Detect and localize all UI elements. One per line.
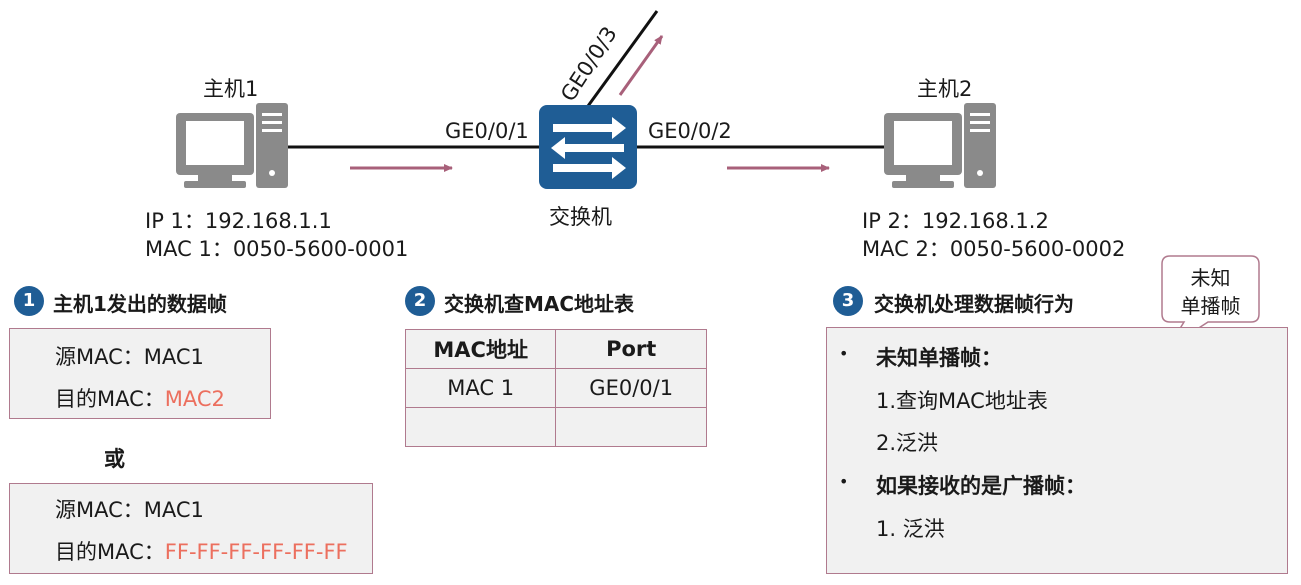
bullet-dot: •: [839, 472, 849, 491]
table-row: [404, 407, 707, 447]
bullet-dot: •: [839, 344, 849, 363]
callout-line1: 未知: [1190, 266, 1231, 290]
step3-title: 交换机处理数据帧行为: [874, 292, 1074, 316]
step3-number-badge: 3: [833, 286, 863, 316]
frame-b-dst-value: FF-FF-FF-FF-FF-FF: [164, 540, 348, 564]
table-cell-mac: [404, 407, 557, 447]
host1-ip: IP 1：192.168.1.1: [145, 209, 332, 233]
or-label: 或: [104, 447, 125, 471]
bullet1-text: 未知单播帧：: [876, 346, 1002, 370]
host1-computer-icon: [176, 103, 288, 188]
step1-number-badge: 1: [14, 286, 44, 316]
flow-arrow-up: [618, 35, 664, 96]
table-cell-port: GE0/0/1: [555, 368, 707, 408]
table-cell-mac: MAC 1: [404, 368, 557, 408]
table-header-row: MAC地址 Port: [404, 329, 707, 369]
frame-a-dst-value: MAC2: [164, 387, 225, 411]
port-ge002-label: GE0/0/2: [648, 119, 732, 143]
link-switch-ge003: [586, 10, 659, 107]
host2-computer-icon: [884, 103, 996, 188]
frame-b-dst: 目的MAC：FF-FF-FF-FF-FF-FF: [55, 536, 348, 566]
frame-box-unicast: 源MAC：MAC1 目的MAC：MAC2: [9, 328, 271, 419]
port-ge001-label: GE0/0/1: [445, 119, 529, 143]
host1-mac: MAC 1：0050-5600-0001: [145, 237, 409, 261]
table-row: MAC 1 GE0/0/1: [404, 368, 707, 408]
bullet2-text: 如果接收的是广播帧：: [876, 474, 1086, 498]
table-header-port: Port: [555, 329, 707, 369]
bullet2-item: 1. 泛洪: [876, 517, 945, 541]
step2-number-badge: 2: [405, 286, 435, 316]
frame-a-dst: 目的MAC：MAC2: [55, 383, 225, 413]
switch-icon: [539, 105, 637, 189]
host1-name: 主机1: [203, 77, 259, 101]
frame-a-src: 源MAC：MAC1: [55, 345, 204, 369]
frame-b-dst-label: 目的MAC：: [55, 540, 165, 564]
host2-ip: IP 2：192.168.1.2: [862, 209, 1049, 233]
table-header-mac: MAC地址: [404, 329, 557, 369]
frame-a-dst-label: 目的MAC：: [55, 387, 165, 411]
host2-mac: MAC 2：0050-5600-0002: [862, 237, 1126, 261]
bullet1-item: 1.查询MAC地址表: [876, 389, 1048, 413]
mac-address-table: MAC地址 Port MAC 1 GE0/0/1: [404, 329, 707, 447]
switch-name: 交换机: [549, 205, 612, 229]
behavior-box: • 未知单播帧： 1.查询MAC地址表 2.泛洪 • 如果接收的是广播帧： 1.…: [826, 327, 1288, 574]
step2-title: 交换机查MAC地址表: [444, 292, 635, 316]
bullet1-item: 2.泛洪: [876, 431, 939, 455]
frame-box-broadcast: 源MAC：MAC1 目的MAC：FF-FF-FF-FF-FF-FF: [9, 483, 373, 574]
host2-name: 主机2: [917, 77, 973, 101]
step1-title: 主机1发出的数据帧: [53, 292, 227, 316]
callout-line2: 单播帧: [1180, 294, 1241, 318]
frame-b-src: 源MAC：MAC1: [55, 498, 204, 522]
table-cell-port: [555, 407, 707, 447]
